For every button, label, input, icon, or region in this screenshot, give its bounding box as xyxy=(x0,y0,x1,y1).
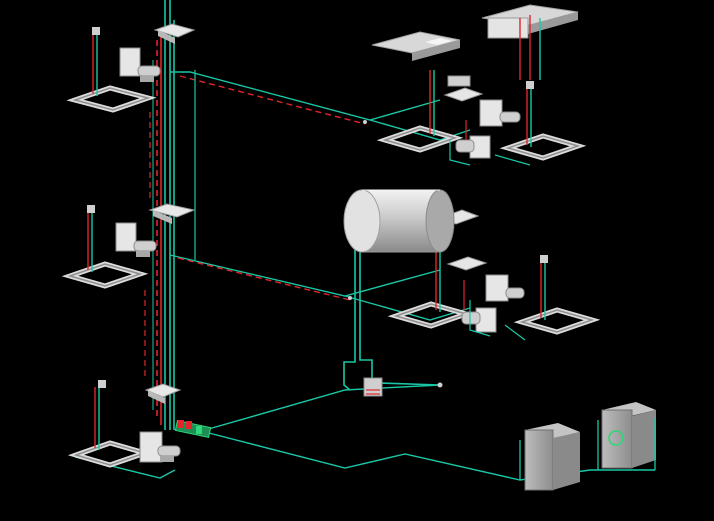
basin-top-right xyxy=(443,75,484,102)
mid-floor-run-hot xyxy=(177,257,351,301)
toilet-mid-right-a xyxy=(461,307,497,333)
tank-outlet-line xyxy=(379,382,441,386)
sink-ground-riser xyxy=(144,383,182,404)
kitchen-sink-top-pipes xyxy=(519,15,541,80)
pipe-end-markers xyxy=(348,120,443,388)
water-heater-tank xyxy=(343,189,455,253)
shower-risers xyxy=(87,27,548,450)
shower-tray-ground-left xyxy=(67,440,154,468)
shower-head-icon xyxy=(92,27,100,35)
toilet-top-right-b xyxy=(479,99,521,127)
ground-run-appliances xyxy=(204,431,655,481)
tank-riser-cold-2 xyxy=(359,245,373,383)
shower-head-icon xyxy=(540,255,548,263)
shower-tray-top-right-b xyxy=(499,133,587,161)
shower-tray-top-left xyxy=(66,85,157,113)
floor-drain xyxy=(363,377,383,397)
shower-head-icon xyxy=(526,81,534,89)
mid-floor-run-cold xyxy=(169,254,441,297)
shower-head-icon xyxy=(87,205,95,213)
top-floor-branch xyxy=(369,119,471,141)
floor-runs xyxy=(74,71,655,481)
shower-tray-mid-right-a xyxy=(387,301,475,329)
tank-riser xyxy=(343,245,441,391)
toilet-ground-left xyxy=(139,431,181,463)
toilet-top-right-a xyxy=(455,135,491,159)
riser-branch-drops xyxy=(144,70,196,380)
tank-riser-cold xyxy=(343,245,356,391)
kitchen-sink-top-a xyxy=(371,31,461,61)
shower-tray-mid-right-b xyxy=(513,307,601,335)
toilet-top-left xyxy=(119,47,161,82)
toilet-mid-left xyxy=(115,222,157,257)
ground-run-main xyxy=(204,384,441,431)
dryer-appliance xyxy=(524,423,580,491)
shower-tray-mid-left xyxy=(61,261,149,289)
drain-lines-right xyxy=(449,120,531,341)
top-floor-run-hot xyxy=(179,75,366,125)
shower-tray-top-right-a xyxy=(376,125,464,153)
sink-mid-riser xyxy=(148,203,196,224)
manifold-valves xyxy=(174,419,212,439)
washer-door-icon xyxy=(608,430,624,446)
washing-machine-appliance xyxy=(601,402,656,469)
top-floor-run-cold xyxy=(170,71,441,121)
appliance-supply-lines xyxy=(519,418,656,480)
toilet-mid-right-b xyxy=(485,274,525,302)
sink-top-riser xyxy=(153,23,196,44)
shower-head-icon xyxy=(98,380,106,388)
